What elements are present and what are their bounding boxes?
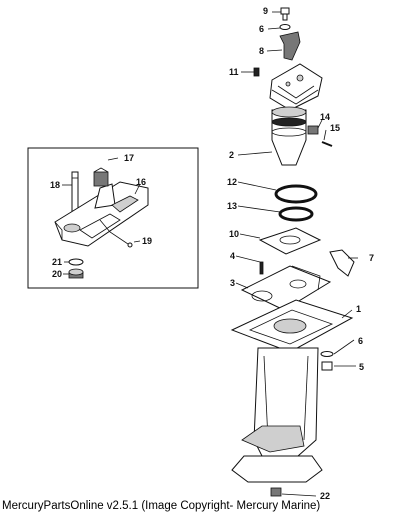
callout-labels: 9 6 8 11 14 15 2 12 13 10 4 7 3 1 6 5 22… [50,6,374,501]
callout-9: 9 [263,6,268,16]
callout-12: 12 [227,177,237,187]
main-exploded-view [230,7,358,497]
copyright-footer: MercuryPartsOnline v2.5.1 (Image Copyrig… [2,500,321,512]
inset-detail [27,147,199,289]
callout-16: 16 [136,177,146,187]
callout-6-top: 6 [259,24,264,34]
callout-4: 4 [230,251,235,261]
callout-19: 19 [142,236,152,246]
callout-15: 15 [330,123,340,133]
callout-14: 14 [320,112,330,122]
callout-11: 11 [229,67,239,77]
callout-6-bottom: 6 [358,336,363,346]
callout-8: 8 [259,46,264,56]
callout-2: 2 [229,150,234,160]
callout-22: 22 [320,491,330,501]
callout-7: 7 [369,253,374,263]
callout-1: 1 [356,304,361,314]
callout-18: 18 [50,180,60,190]
callout-20: 20 [52,269,62,279]
callout-17: 17 [124,153,134,163]
callout-13: 13 [227,201,237,211]
callout-5: 5 [359,362,364,372]
callout-3: 3 [230,278,235,288]
callout-21: 21 [52,257,62,267]
callout-10: 10 [229,229,239,239]
